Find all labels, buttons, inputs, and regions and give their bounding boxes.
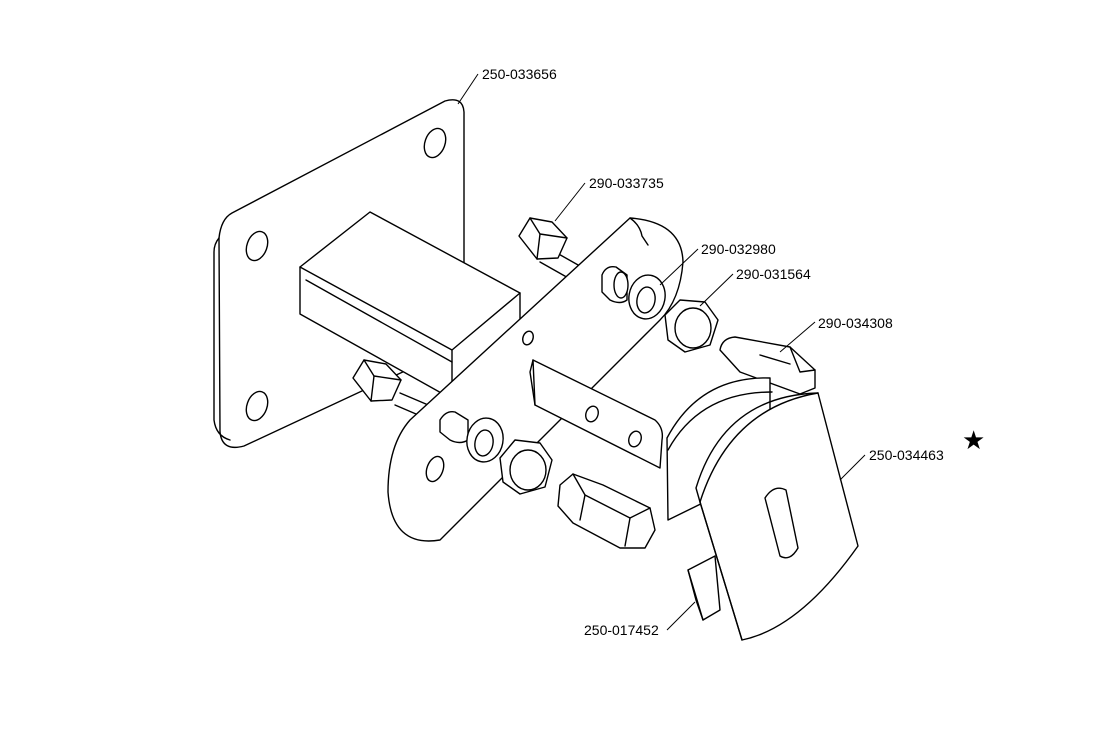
curved-shoe [666,377,859,641]
retainer-plate [687,555,721,621]
upper-spacer [601,265,629,304]
callout-hex-spacer: 290-034308 [818,315,893,331]
long-bolt-lower [352,359,441,421]
lower-washer [466,417,504,463]
leader-lines [457,73,866,631]
hex-spacer-lower [557,473,656,549]
callout-nut: 290-031564 [736,266,811,282]
link-bar [529,359,664,469]
star-marker-icon: ★ [962,425,985,455]
callout-washer: 290-032980 [701,241,776,257]
callout-curved-shoe: 250-034463 [869,447,944,463]
callout-bolt: 290-033735 [589,175,664,191]
upper-washer [628,274,666,320]
hex-spacer-upper [719,336,816,395]
callout-plate: 250-033656 [482,66,557,82]
lower-nut [499,439,553,495]
callout-retainer: 250-017452 [584,622,659,638]
upper-nut [664,299,719,353]
